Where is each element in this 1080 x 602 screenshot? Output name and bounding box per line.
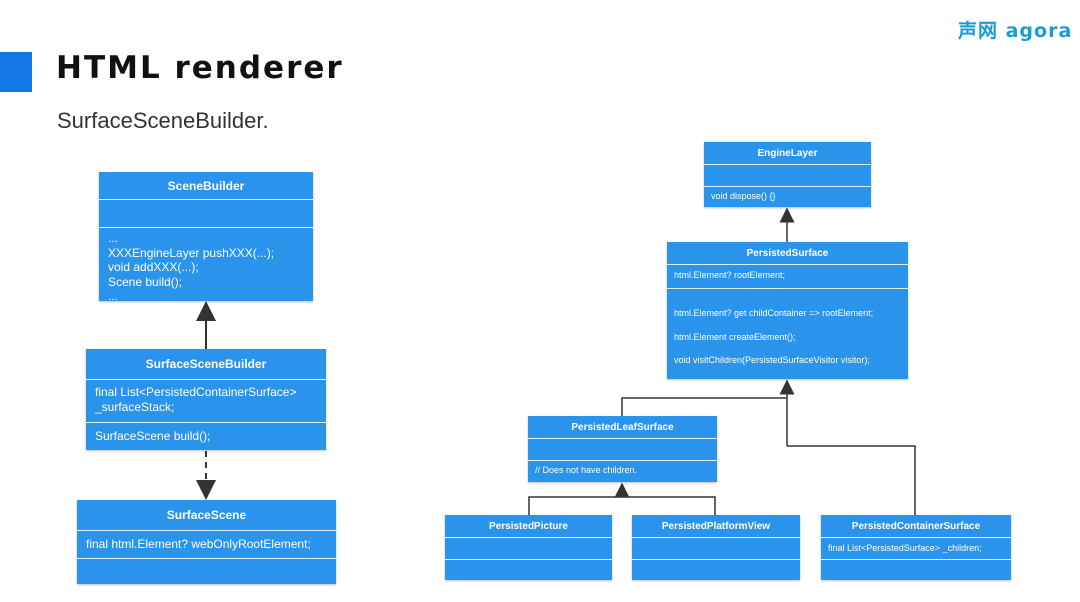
class-name: PersistedPicture [489,520,568,532]
fields-section: html.Element? rootElement; [667,264,908,288]
field-line: final List<PersistedContainerSurface> [95,385,297,399]
fields-section [704,164,871,186]
inherit-line-containersurface-persistedsurface [787,445,916,515]
class-box-persistedpicture: PersistedPicture [445,515,612,580]
method-line: ... [108,289,119,301]
method-line: void dispose() {} [711,191,776,201]
field-line: html.Element? rootElement; [674,270,786,280]
method-line: void visitChildren(PersistedSurfaceVisit… [674,355,870,365]
class-box-persistedplatformview: PersistedPlatformView [632,515,800,580]
class-box-surfacescene: SurfaceScene final html.Element? webOnly… [77,500,336,584]
method-line: void addXXX(...); [108,260,199,274]
class-name: SurfaceSceneBuilder [145,357,267,371]
fields-section [528,438,717,460]
method-line: // Does not have children. [535,465,638,475]
field-line: _surfaceStack; [95,400,175,414]
class-box-persistedsurface: PersistedSurface html.Element? rootEleme… [667,242,908,379]
method-line: ... [108,231,119,245]
agora-logo: 声网 agora [958,20,1073,42]
field-line: final List<PersistedSurface> _children; [828,543,982,553]
class-box-persistedcontainersurface: PersistedContainerSurface final List<Per… [821,515,1011,580]
class-name: PersistedContainerSurface [851,520,981,532]
fields-section: final List<PersistedContainerSurface> _s… [86,379,326,422]
class-name: PersistedPlatformView [661,520,771,532]
class-name: SceneBuilder [167,178,245,193]
inherit-line-picture-leafsurface [528,496,716,515]
class-name: PersistedSurface [746,247,829,259]
class-name: EngineLayer [757,147,818,159]
method-line: html.Element createElement(); [674,331,796,342]
method-line: Scene build(); [108,274,183,289]
slide-title: HTML renderer [56,50,344,86]
method-line: SurfaceScene build(); [95,429,211,443]
class-box-enginelayer: EngineLayer void dispose() {} [704,142,871,207]
method-line: XXXEngineLayer pushXXX(...); [108,245,275,260]
fields-section: final List<PersistedSurface> _children; [821,537,1011,559]
fields-section [632,537,800,559]
methods-section [821,559,1011,580]
methods-section [77,558,336,584]
methods-section: SurfaceScene build(); [86,422,326,450]
class-box-surfacescenebuilder: SurfaceSceneBuilder final List<Persisted… [86,349,326,450]
fields-section [99,199,313,227]
method-line: html.Element? get childContainer => root… [674,308,874,318]
field-line: final html.Element? webOnlyRootElement; [86,537,311,551]
fields-section: final html.Element? webOnlyRootElement; [77,530,336,558]
methods-section: // Does not have children. [528,460,717,482]
methods-section [445,559,612,580]
methods-section [632,559,800,580]
class-box-persistedleafsurface: PersistedLeafSurface // Does not have ch… [528,416,717,482]
slide-subtitle: SurfaceSceneBuilder. [57,108,269,133]
class-name: PersistedLeafSurface [571,421,674,433]
title-accent-bar [0,52,32,92]
inherit-line-leafsurface-persistedsurface [621,397,787,416]
fields-section [445,537,612,559]
class-name: SurfaceScene [166,508,247,522]
class-box-scenebuilder: SceneBuilder ... XXXEngineLayer pushXXX(… [99,172,313,301]
methods-section: void dispose() {} [704,186,871,207]
methods-section: ... XXXEngineLayer pushXXX(...); void ad… [99,227,313,301]
methods-section: html.Element? get childContainer => root… [667,288,908,379]
